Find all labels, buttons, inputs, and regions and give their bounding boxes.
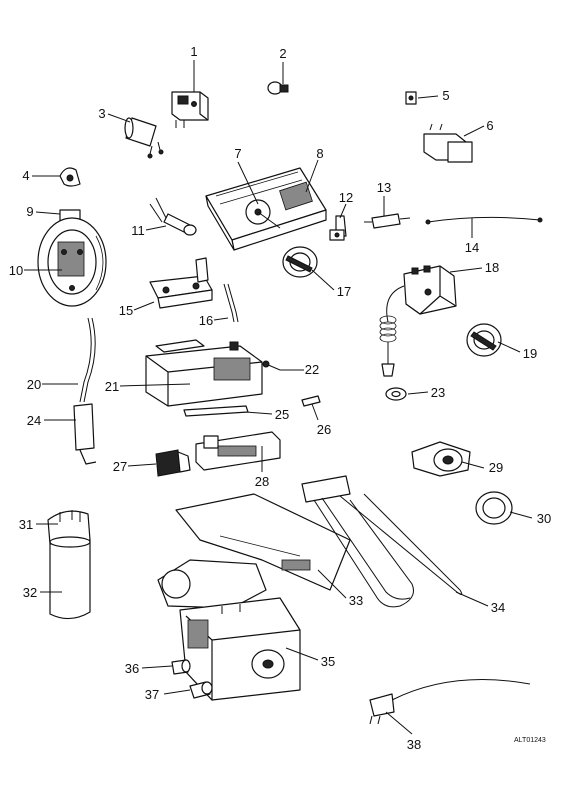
part-13-connector [364, 213, 411, 229]
callout-14: 14 [465, 240, 479, 255]
callout-32: 32 [23, 585, 37, 600]
callout-38: 38 [407, 737, 421, 752]
part-33-plate [175, 493, 351, 591]
callout-36: 36 [125, 661, 139, 676]
callout-6: 6 [486, 118, 493, 133]
part-20-24-level-tube [73, 317, 97, 465]
part-34-heating-element [301, 475, 463, 608]
callout-4: 4 [22, 168, 29, 183]
part-22-screw [262, 360, 281, 371]
callout-15: 15 [119, 303, 133, 318]
callout-16: 16 [199, 313, 213, 328]
callout-labels: 1 2 3 4 5 6 7 8 9 10 11 12 13 14 15 16 1… [9, 44, 551, 752]
part-23-washer [385, 387, 407, 401]
callout-2: 2 [279, 46, 286, 61]
callout-26: 26 [317, 422, 331, 437]
callout-29: 29 [489, 460, 503, 475]
callout-7: 7 [234, 146, 241, 161]
callout-28: 28 [255, 474, 269, 489]
callout-35: 35 [321, 654, 335, 669]
part-9-10-pressure-switch [37, 209, 107, 307]
part-7-8-programmer [205, 167, 327, 251]
callout-24: 24 [27, 413, 41, 428]
part-36-bush [171, 659, 191, 675]
callout-3: 3 [98, 106, 105, 121]
callout-11: 11 [131, 223, 145, 238]
part-15-switch [149, 257, 213, 309]
callout-34: 34 [491, 600, 505, 615]
part-6-interlock [423, 123, 473, 163]
callout-31: 31 [19, 517, 33, 532]
part-17-knob [282, 246, 318, 278]
part-4-clip [59, 167, 81, 187]
callout-18: 18 [485, 260, 499, 275]
callout-19: 19 [523, 346, 537, 361]
part-31-32-capacitor [47, 510, 91, 620]
part-28-slider [195, 431, 281, 471]
callout-12: 12 [339, 190, 353, 205]
part-14-wire [425, 216, 543, 225]
callout-1: 1 [190, 44, 197, 59]
callout-10: 10 [9, 263, 23, 278]
part-27-connector [155, 449, 191, 477]
callout-25: 25 [275, 407, 289, 422]
callout-33: 33 [349, 593, 363, 608]
drawing-code: ALT01243 [514, 737, 546, 744]
part-16-rod [223, 283, 239, 323]
callout-22: 22 [305, 362, 319, 377]
callout-17: 17 [337, 284, 351, 299]
part-18-thermostat [379, 265, 457, 377]
part-29-pump [411, 441, 471, 477]
callout-27: 27 [113, 459, 127, 474]
callout-23: 23 [431, 385, 445, 400]
part-1-relay [171, 91, 209, 128]
part-21-housing [145, 339, 263, 407]
callout-20: 20 [27, 377, 41, 392]
part-19-knob [466, 323, 502, 357]
part-25-bar [183, 405, 249, 417]
callout-9: 9 [26, 204, 33, 219]
callout-5: 5 [442, 88, 449, 103]
callout-13: 13 [377, 180, 391, 195]
callout-21: 21 [105, 379, 119, 394]
part-2-lamp [267, 81, 289, 95]
callout-37: 37 [145, 687, 159, 702]
part-38-mains-lead [369, 679, 531, 725]
leader-lines [24, 60, 533, 735]
part-30-ring [475, 491, 513, 525]
part-37-brush [189, 681, 213, 699]
part-3-capacitor [124, 117, 164, 159]
callout-8: 8 [316, 146, 323, 161]
part-11-neon-lamp [149, 197, 197, 236]
part-35-motor [157, 559, 301, 701]
part-26-pin [301, 395, 321, 407]
part-12-switch [329, 215, 347, 241]
callout-30: 30 [537, 511, 551, 526]
part-5-bracket [405, 91, 417, 105]
